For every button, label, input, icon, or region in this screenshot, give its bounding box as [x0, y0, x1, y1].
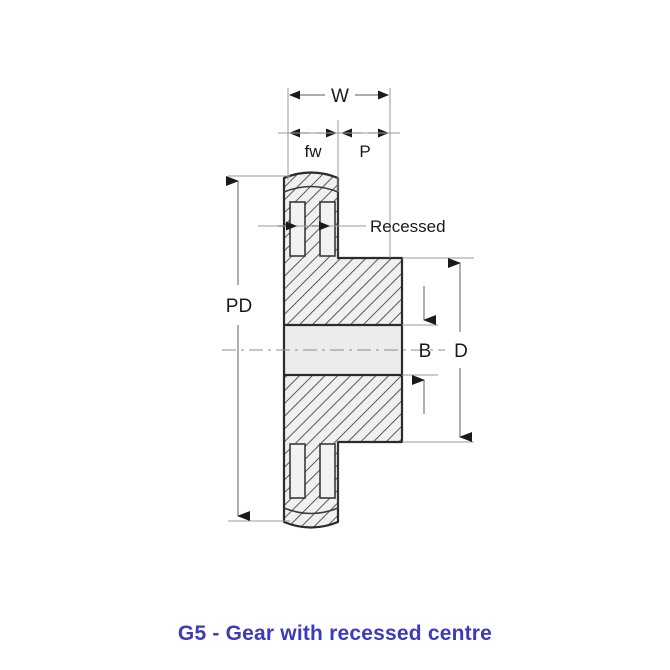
- upper-recess-pocket-right: [320, 202, 335, 256]
- dimension-p: P: [341, 128, 389, 161]
- lower-recess-pocket-right-outline: [319, 443, 336, 499]
- figure-caption: G5 - Gear with recessed centre: [178, 622, 492, 645]
- upper-hub-block: [284, 258, 402, 325]
- upper-recess-pocket-left: [290, 202, 305, 256]
- dimension-d: D: [402, 257, 474, 443]
- lower-hub-block: [284, 375, 402, 442]
- lower-recess-pocket-left-outline: [289, 443, 306, 499]
- recessed-label: Recessed: [370, 217, 446, 236]
- p-label: P: [359, 142, 370, 161]
- lower-tooth-root-arc: [283, 507, 339, 515]
- pd-label: PD: [226, 296, 252, 317]
- w-label: W: [331, 86, 349, 107]
- b-label: B: [419, 341, 432, 362]
- dimension-w: W: [287, 86, 391, 258]
- annotation-recessed: Recessed: [258, 217, 446, 236]
- dimension-b: B: [402, 286, 438, 414]
- lower-recess-pocket-right: [320, 444, 335, 498]
- lower-recess-pocket-left: [290, 444, 305, 498]
- upper-tooth-root-arc: [283, 185, 339, 193]
- fw-label: fw: [305, 142, 323, 161]
- dimension-pd: PD: [226, 175, 290, 522]
- d-label: D: [454, 341, 468, 362]
